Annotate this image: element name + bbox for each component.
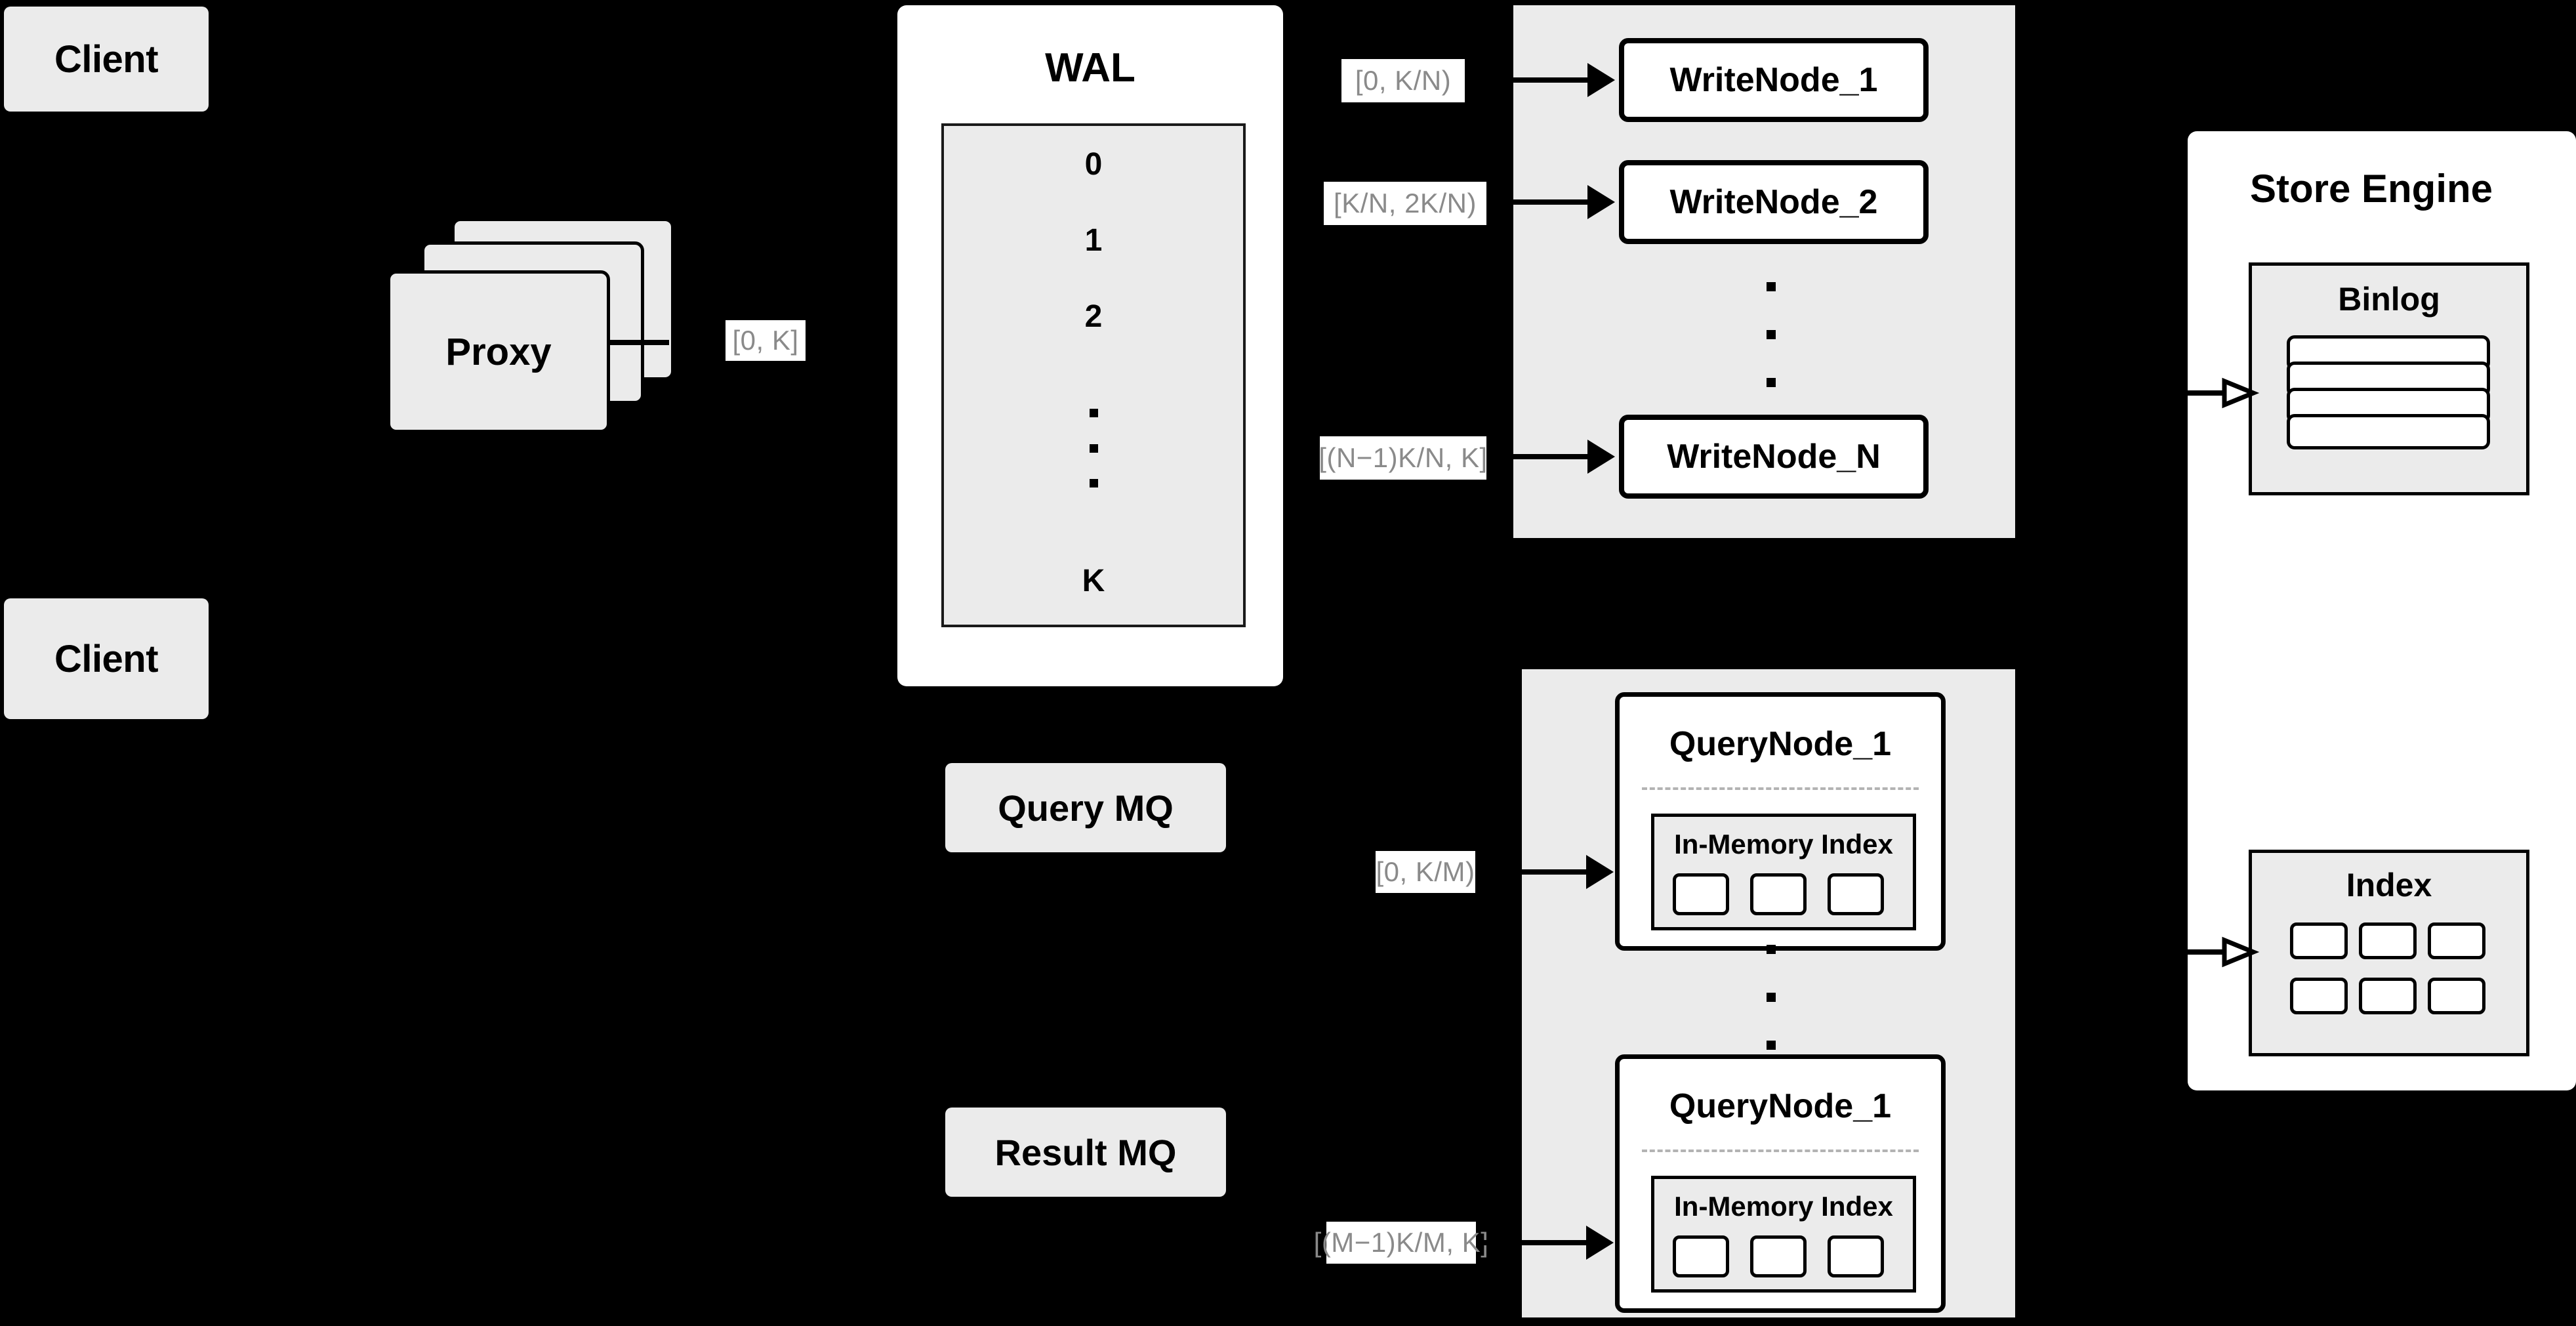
- in-memory-index-title: In-Memory Index: [1674, 829, 1893, 860]
- result-mq-box[interactable]: Result MQ: [945, 1108, 1226, 1197]
- index-chip[interactable]: [1673, 873, 1729, 915]
- arrow-to-write-node-n: [1486, 454, 1589, 459]
- in-memory-index-title: In-Memory Index: [1674, 1191, 1893, 1222]
- write-node-label: WriteNode_N: [1667, 438, 1881, 476]
- arrowhead-query-node-m: [1586, 1226, 1614, 1260]
- query-cluster-ellipsis-dots: [1765, 945, 1778, 1050]
- client-box-1[interactable]: Client: [4, 7, 209, 112]
- write-node-n[interactable]: WriteNode_N: [1619, 415, 1929, 499]
- arrow-to-query-node-m: [1476, 1240, 1589, 1245]
- arrow-to-query-node-1: [1475, 869, 1588, 875]
- in-memory-index-box: In-Memory Index: [1651, 1176, 1916, 1293]
- arrowhead-write-node-2: [1587, 185, 1615, 219]
- wal-title: WAL: [1045, 45, 1135, 91]
- arrowhead-write-node-1: [1587, 63, 1615, 97]
- write-node-label: WriteNode_2: [1669, 183, 1878, 221]
- store-index-title: Index: [2346, 867, 2432, 903]
- index-chip[interactable]: [1750, 1235, 1807, 1277]
- write-node-1[interactable]: WriteNode_1: [1619, 38, 1929, 122]
- client-label: Client: [54, 637, 159, 680]
- write-node-2-range-label: [K/N, 2K/N): [1324, 182, 1486, 225]
- arrow-to-write-node-2: [1486, 199, 1589, 205]
- store-index-chip[interactable]: [2359, 978, 2417, 1014]
- query-node-title: QueryNode_1: [1669, 725, 1892, 763]
- query-node-1[interactable]: QueryNode_1 In-Memory Index: [1615, 692, 1946, 951]
- result-mq-label: Result MQ: [994, 1131, 1177, 1173]
- index-chip[interactable]: [1673, 1235, 1729, 1277]
- store-index-chip[interactable]: [2359, 922, 2417, 959]
- binlog-row[interactable]: [2287, 414, 2490, 449]
- write-node-n-range-label: [(N−1)K/N, K]: [1319, 436, 1487, 480]
- wal-row[interactable]: 2: [944, 278, 1243, 357]
- proxy-box[interactable]: Proxy: [387, 270, 610, 433]
- write-node-label: WriteNode_1: [1669, 61, 1878, 99]
- wal-table: 0 1 2 K: [941, 123, 1246, 627]
- write-cluster-ellipsis-dots: [1765, 282, 1778, 387]
- wal-row[interactable]: 1: [944, 202, 1243, 281]
- binlog-title: Binlog: [2338, 281, 2440, 318]
- proxy-label: Proxy: [445, 330, 552, 373]
- proxy-to-wal-connector: [610, 340, 669, 345]
- store-index-chip[interactable]: [2290, 922, 2348, 959]
- arrowhead-query-node-1: [1586, 855, 1614, 889]
- arrow-to-store-index: [2188, 936, 2261, 968]
- client-label: Client: [54, 37, 159, 81]
- query-node-divider: [1642, 787, 1919, 790]
- wal-ellipsis-dots: [1089, 409, 1098, 487]
- proxy-range-label: [0, K]: [726, 320, 806, 361]
- index-chip[interactable]: [1828, 873, 1884, 915]
- binlog-box: Binlog: [2249, 262, 2529, 495]
- query-node-m[interactable]: QueryNode_1 In-Memory Index: [1615, 1054, 1946, 1313]
- wal-row-ellipsis: [944, 354, 1243, 545]
- store-index-chip[interactable]: [2428, 922, 2485, 959]
- query-node-divider: [1642, 1150, 1919, 1152]
- query-node-1-range-label: [0, K/M): [1376, 851, 1475, 893]
- index-chip[interactable]: [1750, 873, 1807, 915]
- in-memory-index-box: In-Memory Index: [1651, 814, 1916, 930]
- query-node-title: QueryNode_1: [1669, 1087, 1892, 1125]
- write-node-1-range-label: [0, K/N): [1341, 59, 1465, 102]
- store-index-chip[interactable]: [2290, 978, 2348, 1014]
- client-box-2[interactable]: Client: [4, 598, 209, 719]
- index-chip[interactable]: [1828, 1235, 1884, 1277]
- store-engine-title: Store Engine: [2249, 167, 2493, 211]
- arrowhead-write-node-n: [1587, 440, 1615, 474]
- arrow-to-write-node-1: [1465, 77, 1589, 83]
- wal-row[interactable]: 0: [944, 126, 1243, 205]
- wal-row[interactable]: K: [944, 542, 1243, 619]
- store-index-box: Index: [2249, 850, 2529, 1056]
- query-mq-box[interactable]: Query MQ: [945, 763, 1226, 852]
- store-index-chip[interactable]: [2428, 978, 2485, 1014]
- write-node-2[interactable]: WriteNode_2: [1619, 160, 1929, 244]
- query-node-m-range-label: [(M−1)K/M, K]: [1314, 1222, 1488, 1264]
- arrow-to-binlog: [2188, 377, 2261, 409]
- query-mq-label: Query MQ: [998, 787, 1174, 829]
